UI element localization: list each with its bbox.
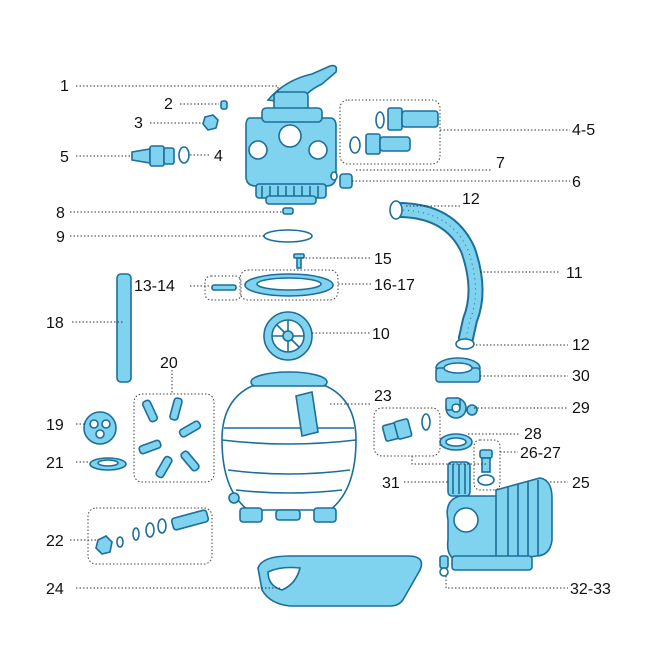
part-20-laterals: [133, 393, 215, 483]
label-20: 20: [160, 355, 178, 372]
part-23-filter-tank: [221, 371, 357, 523]
part-12-hose-clamp-top: [389, 200, 403, 220]
label-15: 15: [374, 251, 392, 268]
label-3: 3: [134, 115, 143, 132]
label-11: 11: [566, 265, 583, 282]
part-2-screw: [220, 100, 228, 110]
part-6-fitting: [339, 173, 353, 189]
label-10: 10: [372, 326, 390, 343]
leader-lines: [70, 85, 570, 589]
part-9-o-ring: [263, 229, 313, 243]
label-8: 8: [56, 205, 65, 222]
part-10-filter-cover: [263, 311, 313, 361]
part-4-o-ring: [178, 146, 190, 164]
part-8-gasket: [282, 207, 294, 215]
multiport-valve: [245, 64, 338, 205]
part-22-drain-assembly: [87, 507, 213, 565]
part-15-bolt: [293, 253, 305, 269]
part-25-pump: [446, 477, 553, 571]
label-18: 18: [46, 315, 64, 332]
label-23: 23: [374, 388, 392, 405]
part-3-nut: [202, 114, 219, 131]
part-11-hose: [390, 202, 484, 346]
label-26-27: 26-27: [520, 445, 561, 462]
part-28-o-ring: [439, 433, 473, 451]
part-29-valve-fitting: [445, 397, 478, 419]
label-2: 2: [164, 96, 173, 113]
label-12-top: 12: [462, 191, 480, 208]
pump-hose-connector: [373, 407, 441, 457]
label-30: 30: [572, 368, 590, 385]
label-7: 7: [496, 155, 505, 172]
part-21-gasket: [89, 457, 127, 471]
label-22: 22: [46, 533, 64, 550]
part-30-pump-lid: [435, 357, 481, 383]
label-28: 28: [524, 426, 542, 443]
label-12-bottom: 12: [572, 337, 590, 354]
part-18-center-pipe: [116, 273, 132, 383]
label-4: 4: [214, 148, 223, 165]
label-21: 21: [46, 455, 64, 472]
label-5: 5: [60, 149, 69, 166]
part-labels: 1 2 3 5 4 4-5 7 6 8 9 12 15 13-14 16-17 …: [46, 78, 611, 598]
part-7-o-ring: [330, 171, 338, 181]
label-32-33: 32-33: [570, 581, 611, 598]
part-12-hose-clamp-bottom: [455, 338, 475, 350]
part-32-33-drain-cap: [439, 555, 449, 577]
label-25: 25: [572, 475, 590, 492]
part-16-17-clamp-ring: [239, 269, 339, 301]
part-19-lateral-hub: [83, 411, 117, 445]
part-13-14-clamp-bolt: [204, 275, 242, 301]
label-31: 31: [382, 475, 400, 492]
part-5-hose-connector: [131, 145, 175, 167]
label-13-14: 13-14: [134, 278, 175, 295]
label-9: 9: [56, 229, 65, 246]
label-24: 24: [46, 581, 64, 598]
label-16-17: 16-17: [374, 277, 415, 294]
part-31-strainer-basket: [447, 461, 471, 497]
label-29: 29: [572, 400, 590, 417]
label-4-5: 4-5: [572, 122, 595, 139]
label-19: 19: [46, 417, 64, 434]
label-6: 6: [572, 174, 581, 191]
label-1: 1: [60, 78, 69, 95]
part-24-base-pad: [257, 555, 423, 607]
part-4-5-connector-set: [339, 99, 441, 165]
part-26-27-drain-plug: [473, 439, 501, 491]
